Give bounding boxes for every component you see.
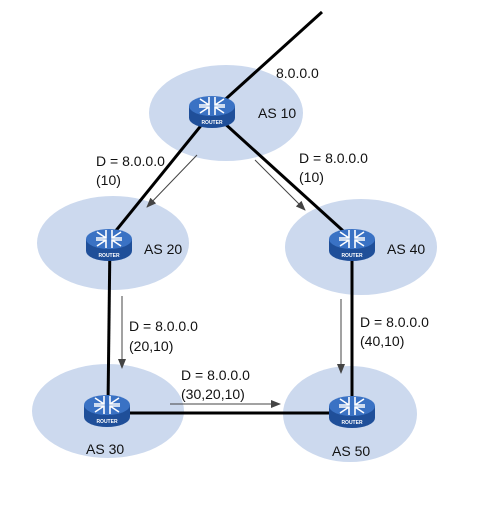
as30-router-icon: ROUTER	[84, 395, 130, 427]
update-as40-as50-dest: D = 8.0.0.0	[360, 314, 429, 330]
update-as30-as50-path: (30,20,10)	[181, 386, 245, 402]
as50-router-icon: ROUTER	[329, 396, 375, 428]
as-links	[106, 10, 354, 415]
uplink-prefix-label: 8.0.0.0	[276, 65, 319, 81]
link-as20-as30	[106, 237, 112, 407]
update-arrow-as10-as20	[146, 154, 198, 208]
as20-router-text: ROUTER	[98, 253, 120, 259]
as40-router-text: ROUTER	[341, 253, 363, 259]
update-as10-as40-path: (10)	[299, 169, 324, 185]
update-as10-as20-dest: D = 8.0.0.0	[96, 153, 165, 169]
as30-router-text: ROUTER	[96, 419, 118, 425]
update-as20-as30-dest: D = 8.0.0.0	[129, 318, 198, 334]
update-as40-as50-path: (40,10)	[360, 333, 404, 349]
update-as20-as30-path: (20,10)	[129, 338, 173, 354]
as10-label: AS 10	[258, 105, 296, 121]
as10-router-text: ROUTER	[201, 120, 223, 126]
update-as10-as40-dest: D = 8.0.0.0	[299, 150, 368, 166]
update-labels: 8.0.0.0 D = 8.0.0.0 (10) D = 8.0.0.0 (10…	[96, 65, 429, 402]
as50-label: AS 50	[332, 443, 370, 459]
as20-router-icon: ROUTER	[86, 229, 132, 261]
link-as10-as20	[108, 111, 214, 239]
as20-label: AS 20	[144, 241, 182, 257]
update-arrows	[118, 154, 345, 408]
update-as10-as20-path: (10)	[96, 172, 121, 188]
link-as10-as40	[210, 110, 353, 240]
routers: ROUTER ROUTER ROUTER ROUTER	[84, 96, 375, 428]
update-as30-as50-dest: D = 8.0.0.0	[181, 367, 250, 383]
as50-router-text: ROUTER	[341, 420, 363, 426]
as40-label: AS 40	[387, 241, 425, 257]
uplink-line	[216, 10, 324, 108]
as40-router-icon: ROUTER	[329, 229, 375, 261]
as10-router-icon: ROUTER	[189, 96, 235, 128]
as-labels: AS 10 AS 20 AS 40 AS 30 AS 50	[86, 105, 425, 459]
as30-label: AS 30	[86, 441, 124, 457]
update-arrow-as10-as40	[254, 159, 306, 211]
